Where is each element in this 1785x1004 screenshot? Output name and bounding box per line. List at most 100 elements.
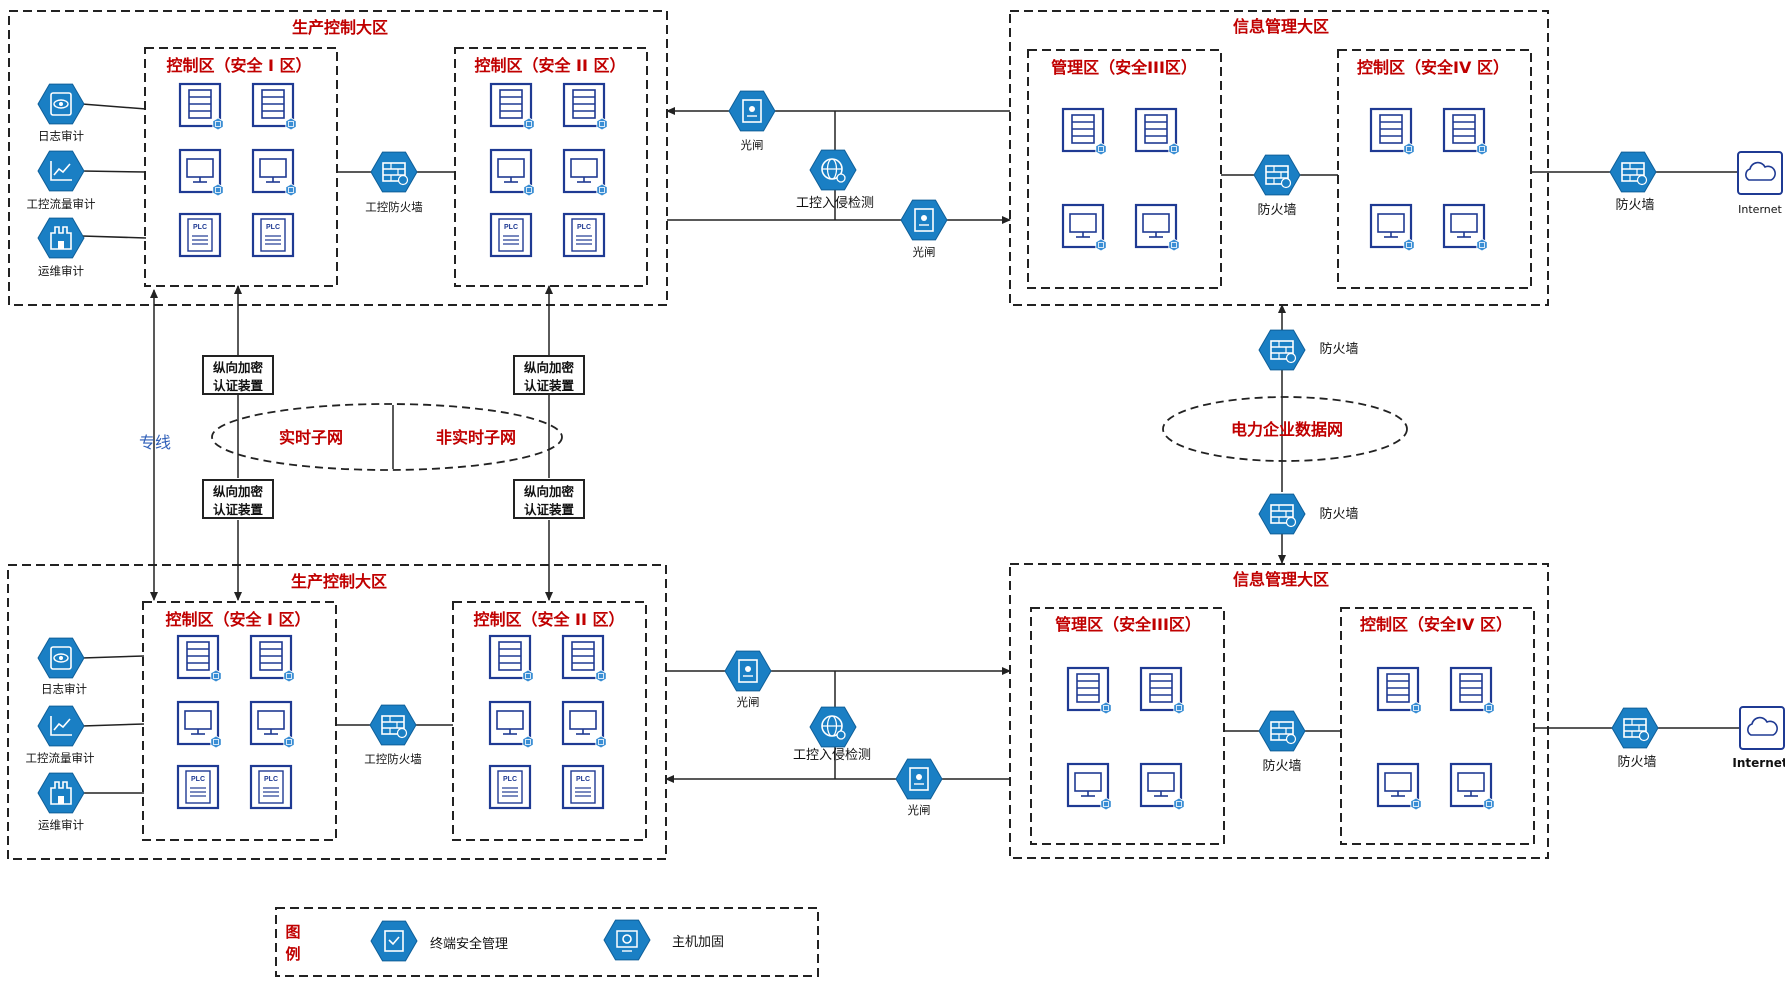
plc-label: PLC	[577, 224, 591, 231]
bottom-ics-firewall-label: 工控防火墙	[364, 752, 422, 766]
top-ids-label: 工控入侵检测	[796, 195, 874, 211]
top-internet-label: Internet	[1738, 203, 1782, 216]
bottom-zone2-plc-2-0: PLC	[488, 764, 532, 810]
plc-label: PLC	[503, 776, 517, 783]
top-firewall-right-label: 防火墙	[1615, 197, 1654, 213]
subnet-ellipse	[211, 403, 563, 471]
firewall-upper-label: 防火墙	[1319, 341, 1358, 357]
top-zone4-server-0	[1369, 107, 1415, 156]
top-zone4-monitor-0	[1369, 203, 1415, 252]
bottom-zone1-monitor-1-0	[176, 700, 222, 749]
legend-title-text: 例	[285, 945, 300, 963]
top-zone2-plc-2-1: PLC	[562, 212, 606, 258]
bottom-zone2-server-0-1	[561, 634, 607, 683]
top-firewall-right-icon	[1609, 151, 1657, 193]
top-zone2-server-0-0	[489, 82, 535, 131]
legend-host-hardening-icon	[603, 919, 651, 961]
bottom-zone3-monitor-0	[1066, 762, 1112, 811]
top-zone2-monitor-1-1	[562, 148, 608, 197]
bottom-zone1-frame	[142, 601, 337, 841]
top-firewall-mid-label: 防火墙	[1257, 202, 1296, 218]
top-traffic-audit-label: 工控流量审计	[27, 197, 96, 211]
top-ops-audit-label: 运维审计	[38, 264, 84, 278]
bottom-zone2-title: 控制区（安全 II 区）	[473, 610, 624, 629]
bottom-zone1-plc-2-0: PLC	[176, 764, 220, 810]
bottom-zone4-server-0	[1376, 666, 1422, 715]
bottom-log-audit-label: 日志审计	[41, 682, 87, 696]
bottom-gate1-icon	[724, 650, 772, 692]
top-gate2-icon	[900, 199, 948, 241]
vpn-device-bottom-left-text: 纵向加密	[213, 484, 264, 499]
plc-label: PLC	[266, 224, 280, 231]
top-zone2-plc-2-0: PLC	[489, 212, 533, 258]
bottom-zone1-title: 控制区（安全 I 区）	[165, 610, 310, 629]
top-zone3-monitor-1	[1134, 203, 1180, 252]
bottom-prod-region-title: 生产控制大区	[291, 572, 387, 591]
top-zone4-title: 控制区（安全IV 区）	[1357, 58, 1509, 77]
top-gate1-icon	[728, 90, 776, 132]
bottom-zone3-monitor-1	[1139, 762, 1185, 811]
top-zone1-title: 控制区（安全 I 区）	[166, 56, 311, 75]
top-gate2-label: 光闸	[913, 245, 936, 259]
top-firewall-mid-icon	[1253, 154, 1301, 196]
bottom-zone2-frame	[452, 601, 647, 841]
top-ics-firewall-icon	[370, 151, 418, 193]
legend-item2-label: 主机加固	[672, 935, 724, 950]
top-zone1-server-0-0	[178, 82, 224, 131]
top-info-region-title: 信息管理大区	[1233, 17, 1329, 36]
legend-item1-label: 终端安全管理	[430, 936, 508, 952]
top-zone2-frame	[454, 47, 648, 287]
top-traffic-audit-icon	[37, 150, 85, 192]
top-zone1-frame	[144, 47, 338, 287]
bottom-firewall-mid-icon	[1258, 710, 1306, 752]
dedicated-line-label: 专线	[139, 433, 171, 452]
bottom-log-audit-icon	[37, 637, 85, 679]
top-zone2-server-0-1	[562, 82, 608, 131]
bottom-traffic-audit-label: 工控流量审计	[26, 751, 95, 765]
bottom-gate2-icon	[895, 758, 943, 800]
bottom-zone4-monitor-1	[1449, 762, 1495, 811]
bottom-ops-audit-icon	[37, 772, 85, 814]
bottom-zone1-server-0-0	[176, 634, 222, 683]
top-zone1-plc-2-1: PLC	[251, 212, 295, 258]
plc-label: PLC	[504, 224, 518, 231]
top-log-audit-label: 日志审计	[38, 129, 84, 143]
top-zone1-plc-2-0: PLC	[178, 212, 222, 258]
bottom-zone2-monitor-1-0	[488, 700, 534, 749]
top-ics-firewall-label: 工控防火墙	[365, 200, 423, 214]
vpn-device-top-right-text: 认证装置	[524, 378, 575, 393]
top-zone3-server-0	[1061, 107, 1107, 156]
bottom-prod-region-frame	[7, 564, 667, 860]
plc-label: PLC	[193, 224, 207, 231]
bottom-firewall-right-label: 防火墙	[1617, 754, 1656, 770]
non-realtime-subnet-label: 非实时子网	[436, 428, 516, 447]
top-log-audit-icon	[37, 83, 85, 125]
bottom-info-region-title: 信息管理大区	[1233, 570, 1329, 589]
legend-title: 图例	[285, 923, 300, 963]
top-zone2-title: 控制区（安全 II 区）	[474, 56, 625, 75]
legend-frame	[275, 907, 819, 977]
vpn-device-bottom-right-text: 纵向加密	[524, 484, 575, 499]
bottom-zone2-plc-2-1: PLC	[561, 764, 605, 810]
bottom-zone3-server-1	[1139, 666, 1185, 715]
bottom-internet-label: Internet	[1732, 756, 1785, 770]
enterprise-net-label: 电力企业数据网	[1231, 420, 1343, 439]
top-zone3-monitor-0	[1061, 203, 1107, 252]
bottom-zone4-server-1	[1449, 666, 1495, 715]
bottom-zone4-monitor-0	[1376, 762, 1422, 811]
top-zone4-frame	[1337, 49, 1532, 289]
top-zone2-monitor-1-0	[489, 148, 535, 197]
bottom-ids-icon	[809, 706, 857, 748]
bottom-zone2-server-0-0	[488, 634, 534, 683]
realtime-subnet-label: 实时子网	[279, 428, 343, 447]
top-zone1-monitor-1-1	[251, 148, 297, 197]
top-gate1-label: 光闸	[741, 138, 764, 152]
top-zone3-frame	[1027, 49, 1222, 289]
bottom-ids-label: 工控入侵检测	[793, 747, 871, 763]
top-internet-cloud-icon	[1737, 151, 1783, 195]
firewall-lower-icon	[1258, 493, 1306, 535]
bottom-zone4-title: 控制区（安全IV 区）	[1360, 615, 1512, 634]
bottom-zone3-title: 管理区（安全III区）	[1055, 615, 1201, 634]
